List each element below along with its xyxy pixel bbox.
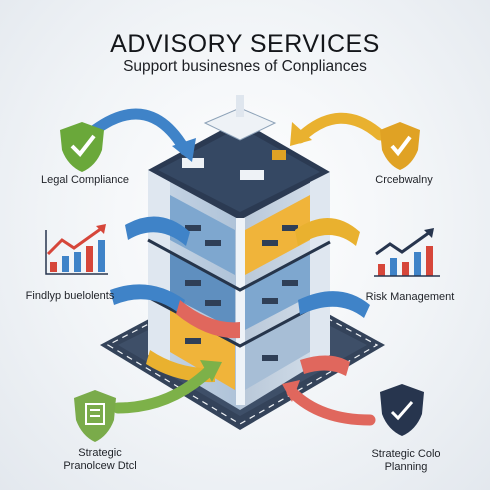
findlyp-buelolents-icon <box>45 224 108 275</box>
strategic-colo-planning-icon <box>380 384 424 436</box>
service-label-risk-management: Risk Management <box>365 291 455 303</box>
service-label-findlyp-buelolents: Findlyp buelolents <box>25 290 115 302</box>
yellow-flow-arrow <box>294 112 386 144</box>
green-flow-arrow <box>112 364 216 414</box>
crcebwalny-icon <box>380 122 420 170</box>
page-title: ADVISORY SERVICES <box>110 30 380 58</box>
service-label-strategic-pranolcew: Strategic Pranolcew Dtcl <box>63 447 137 472</box>
service-label-legal-compliance: Legal Compliance <box>40 174 130 186</box>
strategic-planning-icon <box>74 390 116 442</box>
page-subtitle: Support businesnes of Conpliances <box>123 58 367 75</box>
risk-management-icon <box>374 228 440 277</box>
blue-flow-arrow <box>89 108 191 156</box>
red-flow-arrow <box>286 386 376 426</box>
service-label-crcebwalny: Crcebwalny <box>375 174 433 186</box>
legal-compliance-icon <box>60 122 104 172</box>
service-label-strategic-colo-planning: Strategic Colo Planning <box>371 448 441 473</box>
flow-arrows <box>89 108 386 426</box>
